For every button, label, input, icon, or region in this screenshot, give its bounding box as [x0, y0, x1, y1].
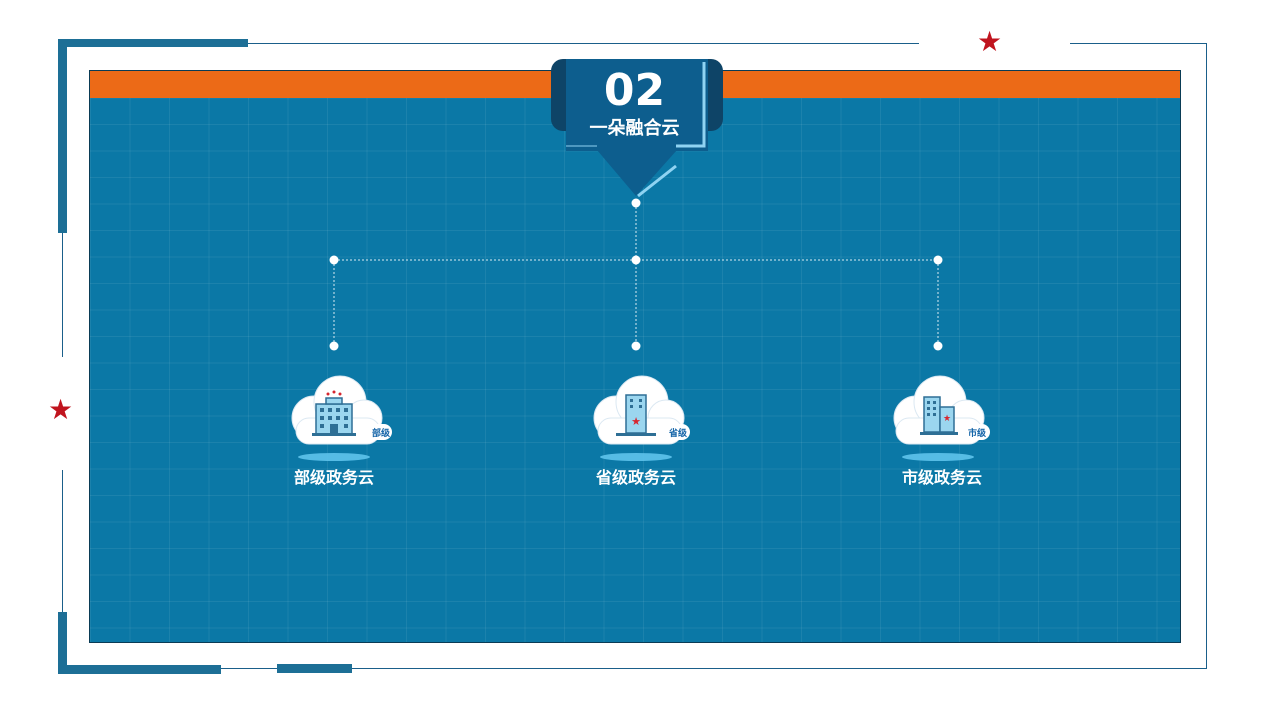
frame-bottom-line [220, 668, 1207, 669]
connector-dot [631, 341, 641, 351]
frame-corner-top-left-v [58, 39, 67, 233]
section-number: 02 [603, 65, 666, 116]
frame-left-line [62, 232, 63, 357]
node-label-ministry: 部级政务云 [293, 468, 374, 487]
connector-dot [329, 255, 339, 265]
node-label-city: 市级政务云 [901, 468, 982, 487]
connector-dots [329, 198, 943, 351]
frame-left-line-lower [62, 470, 63, 615]
connector-dot [631, 255, 641, 265]
node-label-province: 省级政务云 [595, 468, 676, 487]
frame-right-line [1206, 43, 1207, 669]
connector-dot [631, 198, 641, 208]
frame-top-line [247, 43, 919, 44]
frame-bottom-accent-bar [277, 664, 352, 673]
connector-lines [333, 203, 939, 346]
frame-corner-top-left-h [58, 39, 248, 47]
connector-dot [933, 255, 943, 265]
ministry-building-cloud-icon: 部级 [291, 375, 392, 461]
svg-text:★: ★ [943, 414, 951, 424]
city-tag: 市级 [968, 427, 987, 438]
frame-top-right-line [1070, 43, 1207, 44]
frame-corner-bottom-left-v [58, 612, 67, 674]
star-icon-top: ★ [977, 25, 1003, 58]
section-badge [551, 59, 723, 198]
province-building-cloud-icon: ★ 省级 [593, 375, 690, 461]
connector-dot [329, 341, 339, 351]
province-tag: 省级 [668, 427, 688, 438]
frame-corner-bottom-left-h [58, 665, 221, 674]
ministry-tag: 部级 [372, 427, 391, 438]
section-subtitle: 一朵融合云 [589, 118, 680, 139]
city-building-cloud-icon: ★ 市级 [893, 375, 990, 461]
star-icon-left: ★ [48, 393, 74, 426]
connector-dot [933, 341, 943, 351]
svg-text:★: ★ [631, 415, 641, 428]
